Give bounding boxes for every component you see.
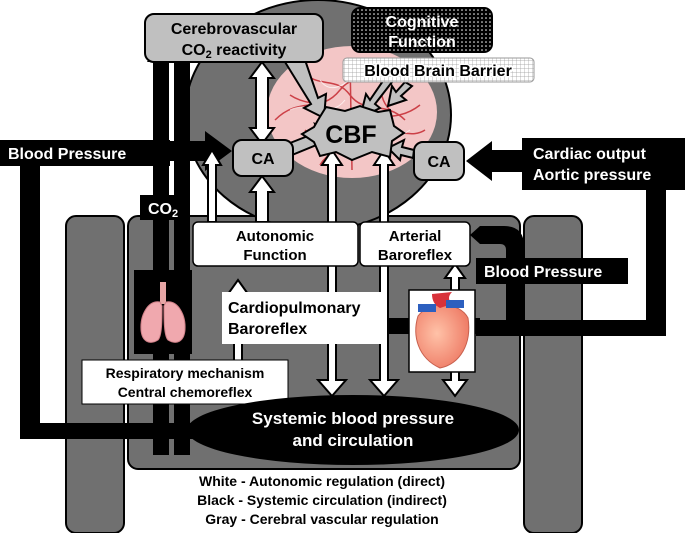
cardiac-line2: Aortic pressure [533, 167, 651, 184]
ca-right-label: CA [427, 154, 451, 171]
cognitive-line2: Function [388, 34, 456, 51]
bp-left-box: Blood Pressure [0, 140, 170, 166]
arterial-line1: Arterial [389, 228, 442, 245]
respiratory-line2: Central chemoreflex [118, 384, 253, 400]
ca-right-box: CA [413, 141, 465, 181]
cbf-label: CBF [325, 121, 376, 149]
cardiopulmonary-box: Cardiopulmonary Baroreflex [222, 292, 386, 344]
cardiac-arrow [466, 141, 522, 181]
bp-right-arrow [470, 226, 480, 244]
legend: White - Autonomic regulation (direct) Bl… [197, 473, 447, 527]
co2-box: CO2 [140, 195, 190, 220]
ca-left-box: CA [232, 139, 294, 177]
bp-right-label: Blood Pressure [484, 264, 602, 281]
respiratory-line1: Respiratory mechanism [106, 365, 265, 381]
heart-icon [408, 289, 476, 373]
systemic-line1: Systemic blood pressure [252, 409, 454, 428]
cerebrovascular-line1: Cerebrovascular [171, 21, 297, 38]
cerebrovascular-line2: CO2 reactivity [182, 42, 287, 61]
autonomic-box: Autonomic Function [192, 221, 359, 267]
cognitive-line1: Cognitive [386, 14, 459, 31]
legend-black: Black - Systemic circulation (indirect) [197, 492, 447, 508]
legend-white: White - Autonomic regulation (direct) [199, 473, 445, 489]
right-arm [523, 215, 583, 533]
ca-right-cbf-arrow [386, 138, 416, 163]
cbf-shape [300, 104, 406, 162]
co2-label: CO2 [148, 201, 178, 220]
systemic-ellipse: Systemic blood pressure and circulation [187, 395, 519, 465]
cardiopulmonary-line2: Baroreflex [228, 321, 307, 338]
bbb-label: Blood Brain Barrier [364, 63, 512, 80]
bbb-cbf-arrow [386, 80, 414, 108]
bp-left-label: Blood Pressure [8, 146, 126, 163]
legend-gray: Gray - Cerebral vascular regulation [205, 511, 438, 527]
ca-left-label: CA [251, 151, 275, 168]
systemic-line2: and circulation [293, 431, 414, 450]
autonomic-line1: Autonomic [236, 228, 314, 245]
respiratory-box: Respiratory mechanism Central chemorefle… [81, 359, 289, 405]
cardiac-line1: Cardiac output [533, 146, 647, 163]
arterial-line2: Baroreflex [378, 247, 453, 264]
bbb-box: Blood Brain Barrier [342, 57, 535, 83]
bp-right-box: Blood Pressure [476, 258, 628, 284]
arterial-box: Arterial Baroreflex [359, 221, 471, 267]
cognitive-box: Cognitive Function [351, 7, 493, 53]
cardiopulmonary-line1: Cardiopulmonary [228, 300, 361, 317]
autonomic-line2: Function [243, 247, 306, 264]
cardiac-box: Cardiac output Aortic pressure [522, 138, 685, 190]
lungs-icon [134, 270, 192, 354]
cerebrovascular-box: Cerebrovascular CO2 reactivity [144, 13, 324, 63]
